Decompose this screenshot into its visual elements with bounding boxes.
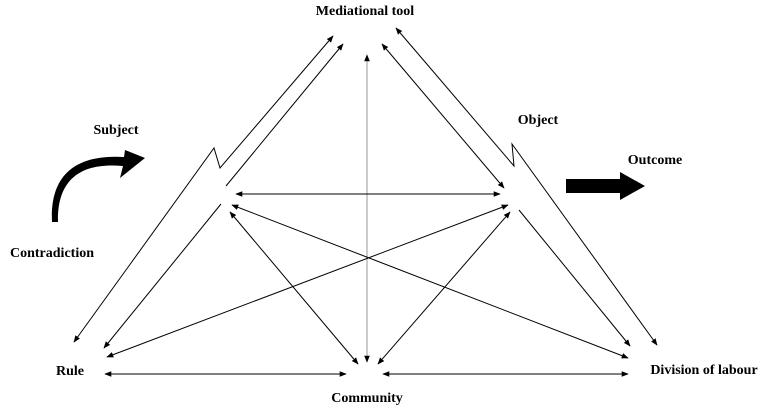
label-outcome: Outcome: [628, 153, 682, 168]
rule-tool-double-arrow: [73, 35, 344, 349]
label-contradiction: Contradiction: [10, 246, 94, 261]
label-division-of-labour: Division of labour: [650, 363, 757, 378]
label-community: Community: [331, 391, 403, 406]
label-mediational-tool: Mediational tool: [316, 4, 414, 19]
subject-division-arrow: [231, 204, 629, 359]
label-object: Object: [518, 113, 559, 128]
outcome-arrow-icon: [566, 172, 645, 200]
label-rule: Rule: [56, 364, 84, 379]
object-community-arrow: [377, 211, 511, 365]
subject-community-arrow: [229, 211, 359, 365]
contradiction-curved-arrow-icon: [51, 150, 145, 222]
object-rule-arrow: [106, 204, 509, 358]
label-subject: Subject: [93, 123, 138, 138]
